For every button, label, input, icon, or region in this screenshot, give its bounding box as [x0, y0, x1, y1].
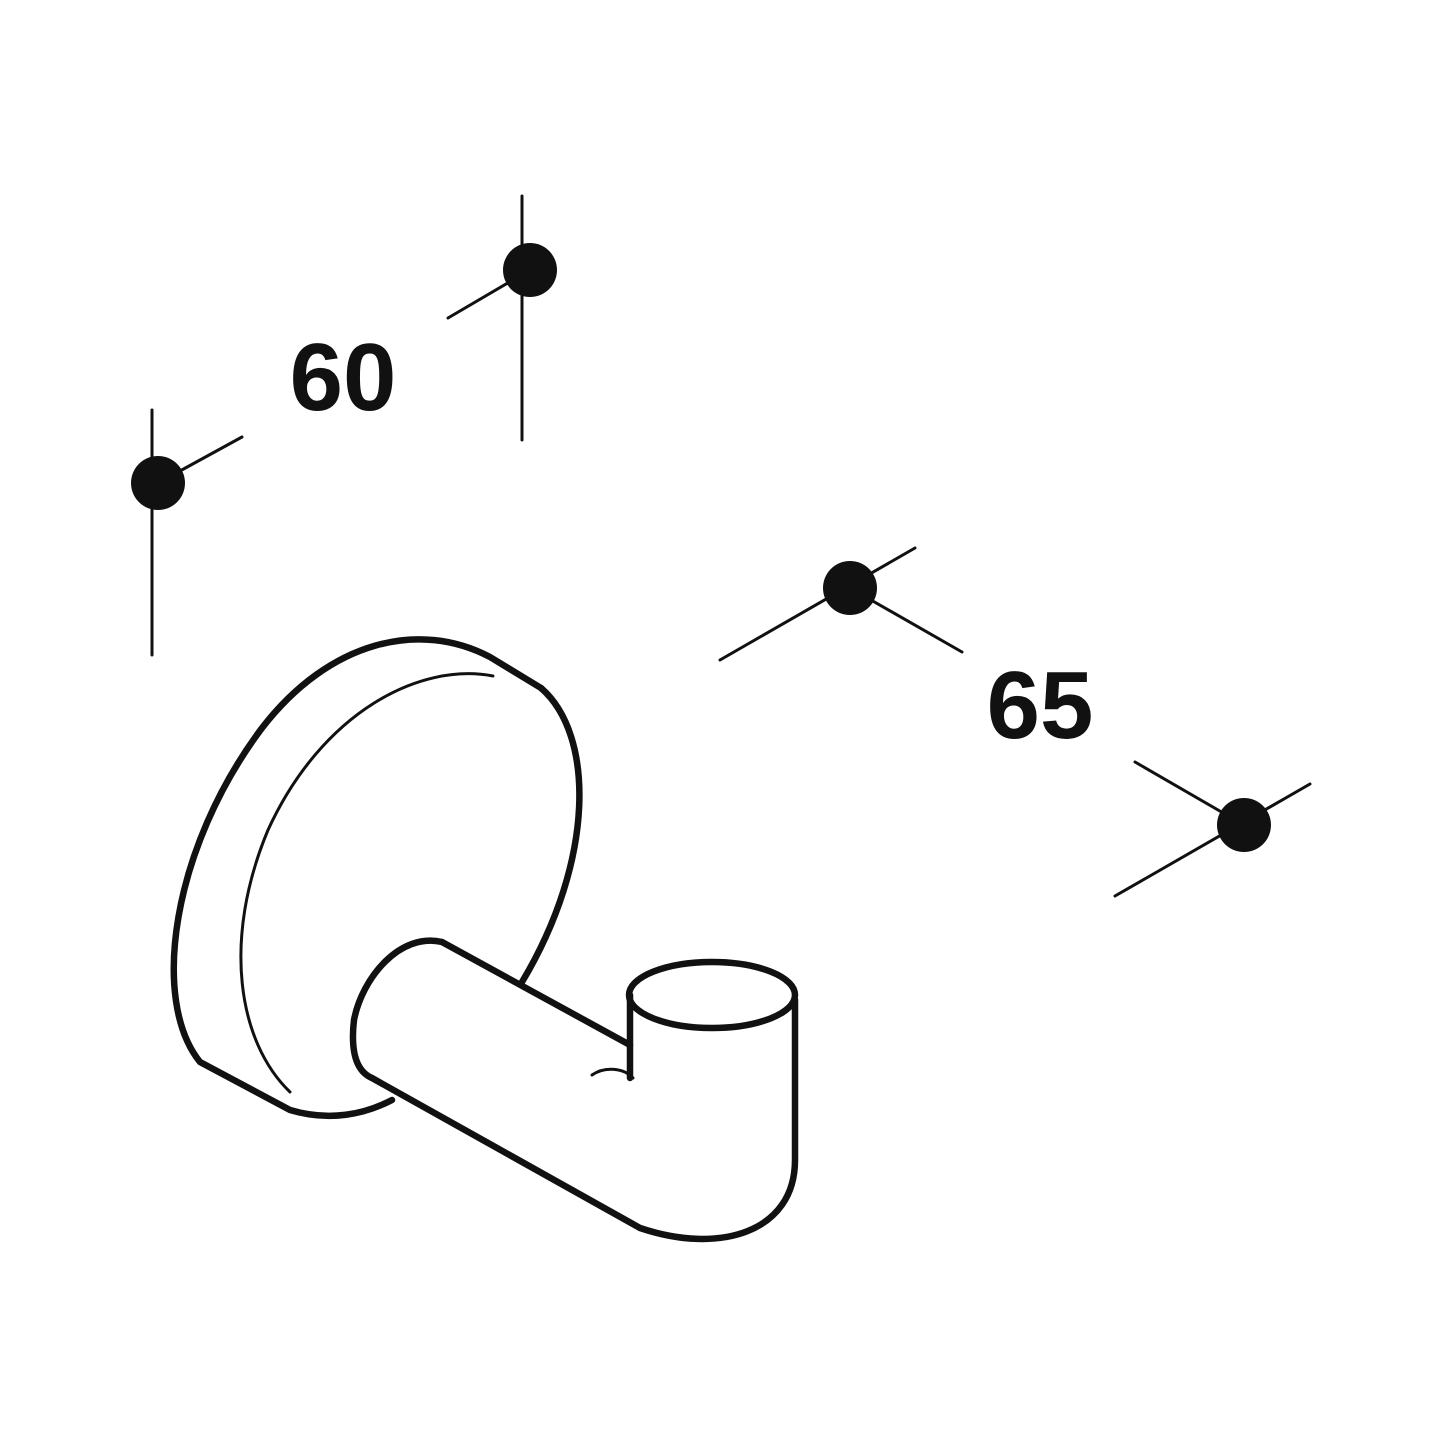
- extension-line: [718, 546, 917, 662]
- base-disc: [170, 636, 545, 1120]
- hook-post-top: [625, 958, 799, 1032]
- dimension-60: 60: [131, 194, 557, 657]
- dimension-label-65: 65: [987, 652, 1094, 759]
- dimension-65: 65: [718, 546, 1312, 898]
- hook-outline: [170, 636, 799, 1243]
- dimension-dot: [1217, 798, 1271, 852]
- base-disc-edge: [518, 684, 583, 986]
- hook-arm-bottom: [368, 996, 799, 1243]
- hook-inner-curve: [590, 1067, 635, 1080]
- hook-arm-top: [438, 938, 634, 1049]
- hook-arm-end: [349, 937, 446, 1082]
- dimension-dot: [823, 561, 877, 615]
- dimension-label-60: 60: [290, 324, 397, 431]
- base-disc-face: [239, 672, 495, 1094]
- dimension-dot: [503, 243, 557, 297]
- dimension-dot: [131, 456, 185, 510]
- extension-line: [1113, 782, 1312, 898]
